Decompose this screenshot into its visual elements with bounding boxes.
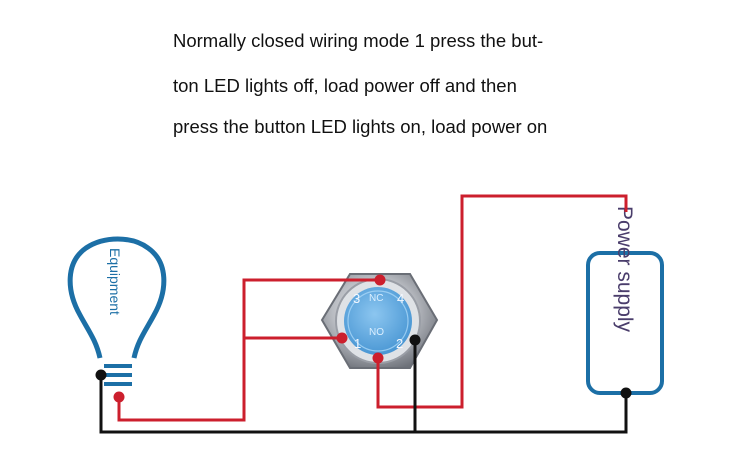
equipment-bulb: Equipment — [67, 236, 167, 386]
switch-contact-top-label: NC — [369, 293, 383, 304]
description-line-1: Normally closed wiring mode 1 press the … — [173, 30, 544, 51]
power-supply-label: Power supply — [613, 206, 636, 333]
dot-power-bottom — [620, 387, 632, 399]
dot-switch-pin-1 — [336, 332, 348, 344]
equipment-label: Equipment — [107, 248, 123, 315]
black-wires — [99, 340, 628, 434]
description-line-3: press the button LED lights on, load pow… — [173, 116, 548, 137]
switch-led-ring — [347, 290, 409, 352]
dot-bulb-red — [113, 391, 125, 403]
power-supply: Power supply — [586, 206, 664, 395]
switch-pin-4-label: 4 — [397, 291, 404, 306]
switch-contact-bottom-label: NO — [369, 327, 384, 338]
junction-dots — [95, 274, 632, 403]
wire-bulb-to-ground — [99, 375, 628, 434]
switch-pin-2-label: 2 — [396, 336, 403, 351]
description-line-2: ton LED lights off, load power off and t… — [173, 75, 517, 96]
red-wires — [117, 194, 628, 422]
wire-bulb-to-switch-3 — [117, 278, 380, 422]
dot-switch-center — [372, 352, 384, 364]
switch-face — [344, 287, 412, 355]
switch-pin-3-label: 3 — [353, 291, 360, 306]
dot-switch-pin-2 — [409, 334, 421, 346]
dot-bulb-black — [95, 369, 107, 381]
bulb-outline — [67, 236, 167, 359]
switch-pin-1-label: 1 — [354, 336, 361, 351]
wire-switch-to-power — [376, 194, 628, 409]
dot-switch-pin-3 — [374, 274, 386, 286]
push-button-switch: 3 4 1 2 NC NO — [320, 273, 439, 369]
